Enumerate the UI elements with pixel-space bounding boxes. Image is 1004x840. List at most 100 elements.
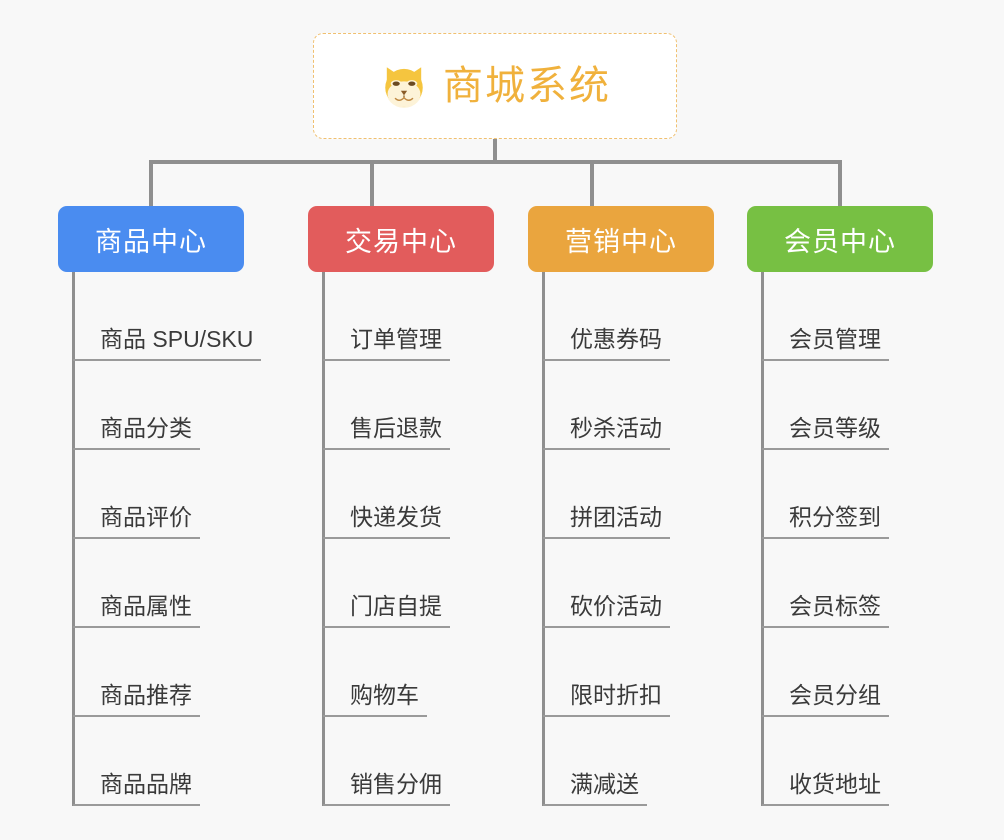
root-node[interactable]: 商城系统 <box>313 33 677 139</box>
leaf-underline <box>323 359 450 361</box>
leaf-list-3: 优惠券码 秒杀活动 拼团活动 砍价活动 限时折扣 满减送 <box>543 272 773 806</box>
leaf-label: 商品评价 <box>100 504 192 531</box>
leaf-label: 订单管理 <box>350 326 442 353</box>
shiba-dog-face-icon <box>385 67 423 108</box>
leaf-label: 销售分佣 <box>350 771 442 798</box>
leaf-item[interactable]: 收货地址 <box>762 717 992 806</box>
leaf-item[interactable]: 订单管理 <box>323 272 553 361</box>
leaf-label: 门店自提 <box>350 593 442 620</box>
leaf-label: 砍价活动 <box>570 593 662 620</box>
category-column-4: 会员中心 会员管理 会员等级 积分签到 会员标签 会员分组 <box>747 206 933 806</box>
leaf-label: 购物车 <box>350 682 419 709</box>
leaf-item[interactable]: 秒杀活动 <box>543 361 773 450</box>
leaf-label: 商品属性 <box>100 593 192 620</box>
leaf-label: 商品分类 <box>100 415 192 442</box>
leaf-underline <box>762 537 889 539</box>
category-trunk-3 <box>542 272 545 806</box>
leaf-label: 会员分组 <box>789 682 881 709</box>
leaf-list-2: 订单管理 售后退款 快递发货 门店自提 购物车 销售分佣 <box>323 272 553 806</box>
leaf-underline <box>73 715 200 717</box>
leaf-label: 收货地址 <box>789 771 881 798</box>
category-header-3[interactable]: 营销中心 <box>528 206 714 272</box>
leaf-label: 优惠券码 <box>570 326 662 353</box>
connector-stem <box>493 139 497 164</box>
leaf-label: 商品 SPU/SKU <box>100 326 254 353</box>
leaf-item[interactable]: 会员等级 <box>762 361 992 450</box>
leaf-underline <box>73 626 200 628</box>
leaf-item[interactable]: 会员分组 <box>762 628 992 717</box>
leaf-item[interactable]: 商品评价 <box>73 450 303 539</box>
leaf-underline <box>543 804 647 806</box>
category-column-3: 营销中心 优惠券码 秒杀活动 拼团活动 砍价活动 限时折扣 <box>528 206 714 806</box>
root-title: 商城系统 <box>443 64 611 108</box>
leaf-item[interactable]: 满减送 <box>543 717 773 806</box>
leaf-underline <box>323 804 450 806</box>
category-header-2[interactable]: 交易中心 <box>308 206 494 272</box>
leaf-label: 售后退款 <box>350 415 442 442</box>
leaf-underline <box>323 626 450 628</box>
leaf-item[interactable]: 会员标签 <box>762 539 992 628</box>
leaf-underline <box>543 359 670 361</box>
leaf-underline <box>762 359 889 361</box>
leaf-label: 会员等级 <box>789 415 881 442</box>
category-header-1[interactable]: 商品中心 <box>58 206 244 272</box>
leaf-list-4: 会员管理 会员等级 积分签到 会员标签 会员分组 收货地址 <box>762 272 992 806</box>
leaf-underline <box>323 537 450 539</box>
connector-drop-2 <box>370 160 374 208</box>
leaf-item[interactable]: 积分签到 <box>762 450 992 539</box>
leaf-underline <box>762 715 889 717</box>
leaf-item[interactable]: 优惠券码 <box>543 272 773 361</box>
category-header-label: 商品中心 <box>95 226 207 257</box>
leaf-item[interactable]: 销售分佣 <box>323 717 553 806</box>
leaf-item[interactable]: 快递发货 <box>323 450 553 539</box>
leaf-label: 秒杀活动 <box>570 415 662 442</box>
leaf-underline <box>543 448 670 450</box>
leaf-item[interactable]: 售后退款 <box>323 361 553 450</box>
category-trunk-1 <box>72 272 75 806</box>
leaf-item[interactable]: 门店自提 <box>323 539 553 628</box>
leaf-item[interactable]: 商品属性 <box>73 539 303 628</box>
leaf-underline <box>73 359 261 361</box>
leaf-underline <box>73 448 200 450</box>
leaf-underline <box>762 804 889 806</box>
category-header-label: 营销中心 <box>565 226 677 257</box>
leaf-list-1: 商品 SPU/SKU 商品分类 商品评价 商品属性 商品推荐 商品品牌 <box>73 272 303 806</box>
category-trunk-4 <box>761 272 764 806</box>
leaf-underline <box>762 626 889 628</box>
leaf-underline <box>323 715 427 717</box>
connector-drop-4 <box>838 160 842 208</box>
leaf-item[interactable]: 商品品牌 <box>73 717 303 806</box>
leaf-underline <box>73 537 200 539</box>
leaf-underline <box>73 804 200 806</box>
category-header-label: 交易中心 <box>345 226 457 257</box>
leaf-item[interactable]: 购物车 <box>323 628 553 717</box>
leaf-label: 快递发货 <box>350 504 442 531</box>
leaf-underline <box>323 448 450 450</box>
leaf-label: 会员标签 <box>789 593 881 620</box>
leaf-label: 商品品牌 <box>100 771 192 798</box>
leaf-item[interactable]: 砍价活动 <box>543 539 773 628</box>
connector-horizontal-bar <box>149 160 842 164</box>
connector-drop-3 <box>590 160 594 208</box>
category-header-4[interactable]: 会员中心 <box>747 206 933 272</box>
leaf-underline <box>762 448 889 450</box>
leaf-item[interactable]: 限时折扣 <box>543 628 773 717</box>
leaf-item[interactable]: 拼团活动 <box>543 450 773 539</box>
leaf-item[interactable]: 商品分类 <box>73 361 303 450</box>
leaf-item[interactable]: 会员管理 <box>762 272 992 361</box>
category-trunk-2 <box>322 272 325 806</box>
leaf-item[interactable]: 商品推荐 <box>73 628 303 717</box>
leaf-underline <box>543 626 670 628</box>
leaf-label: 满减送 <box>570 771 639 798</box>
leaf-label: 会员管理 <box>789 326 881 353</box>
category-column-1: 商品中心 商品 SPU/SKU 商品分类 商品评价 商品属性 商品推荐 <box>58 206 261 806</box>
leaf-underline <box>543 537 670 539</box>
connector-drop-1 <box>149 160 153 208</box>
leaf-label: 商品推荐 <box>100 682 192 709</box>
leaf-item[interactable]: 商品 SPU/SKU <box>73 272 303 361</box>
category-column-2: 交易中心 订单管理 售后退款 快递发货 门店自提 购物车 <box>308 206 494 806</box>
leaf-label: 限时折扣 <box>570 682 662 709</box>
category-header-label: 会员中心 <box>784 226 896 257</box>
leaf-label: 积分签到 <box>789 504 881 531</box>
